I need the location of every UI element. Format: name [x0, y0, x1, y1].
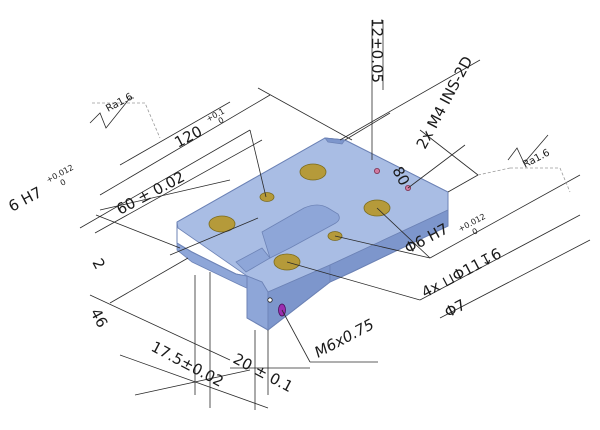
label-h7-left-sub: 0 — [59, 177, 68, 187]
thread-hole — [373, 167, 380, 174]
counterbore-hole — [208, 215, 236, 233]
label-dim-120-sub: 0 — [217, 115, 226, 125]
label-phi7: Φ7 — [441, 296, 468, 322]
label-h7-left: 6 H7 — [5, 183, 44, 215]
label-dim-17: 17.5±0.02 — [148, 338, 227, 391]
slot-notch — [235, 247, 271, 273]
counterbore-hole — [299, 163, 327, 181]
dimension-lines — [79, 20, 591, 410]
label-tol-12: 12±0.05 — [368, 18, 386, 83]
plate-outline — [176, 137, 449, 331]
slot-cut — [261, 204, 340, 259]
label-m6: M6x0.75 — [311, 315, 377, 361]
label-dim-20: 20 ± 0.1 — [230, 350, 296, 396]
label-h7-right-sub: 0 — [471, 226, 480, 236]
dowel-hole — [259, 192, 275, 202]
label-dim-60: 60 ± 0.02 — [113, 168, 187, 219]
label-dim-2: 2 — [88, 255, 108, 272]
label-counterbore: 4x ⊔Φ11↧6 — [418, 244, 504, 301]
ra-symbol-left — [89, 97, 161, 139]
label-thread-m4: 2x M4 INS-2D — [413, 53, 477, 152]
label-dim-120: 120 — [171, 122, 205, 151]
label-ra-right: Ra1.6 — [521, 147, 552, 170]
origin-marker — [267, 297, 273, 303]
ra-symbol-right — [477, 134, 571, 193]
label-dim-46: 46 — [86, 305, 111, 330]
plate-part — [176, 137, 449, 331]
